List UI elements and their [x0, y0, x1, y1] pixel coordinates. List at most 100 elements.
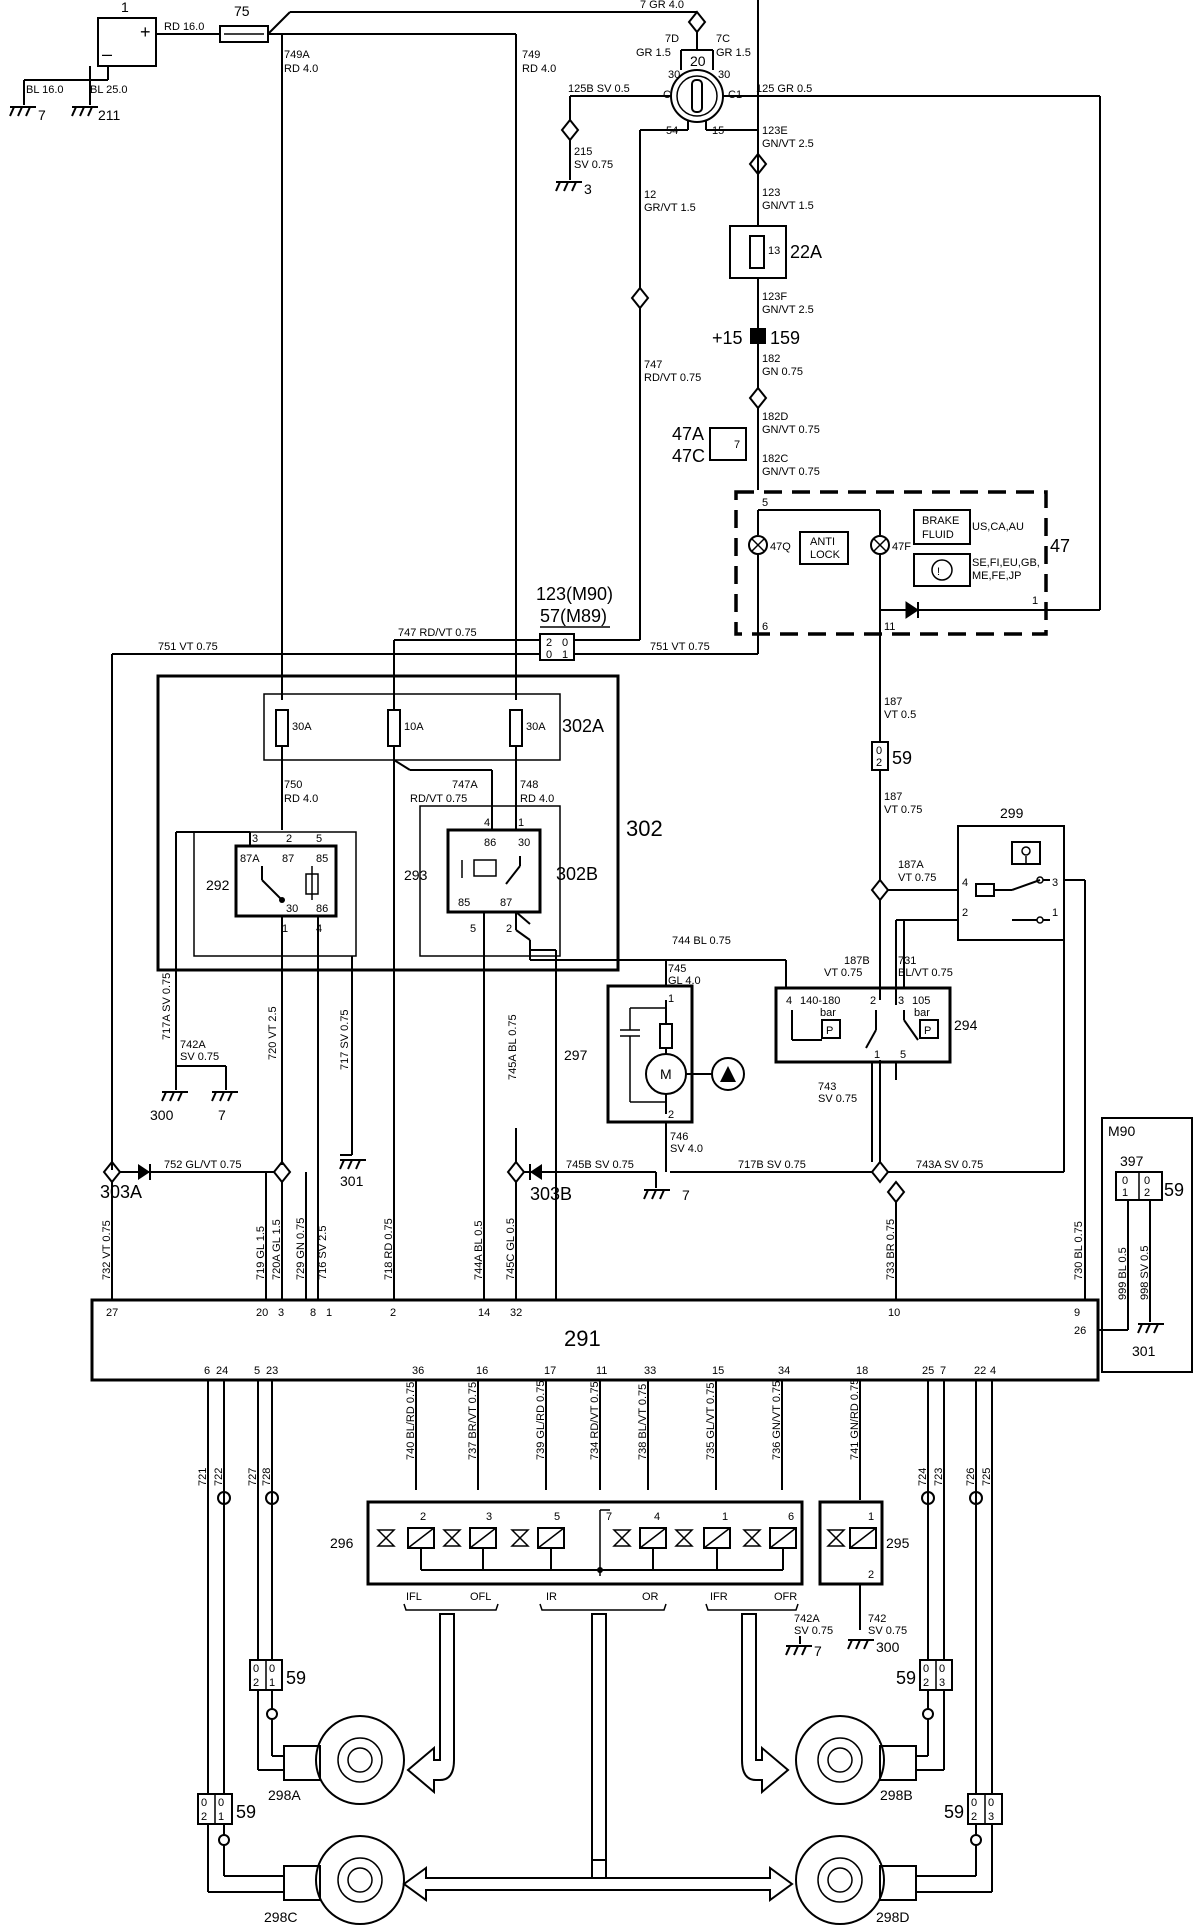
- svg-text:P: P: [826, 1025, 833, 1037]
- svg-text:VT 0.75: VT 0.75: [824, 967, 862, 979]
- svg-text:727: 727: [247, 1468, 259, 1486]
- ground-3: 3: [555, 181, 592, 197]
- svg-text:2: 2: [868, 1569, 874, 1581]
- svg-text:6: 6: [204, 1365, 210, 1377]
- svg-text:OFL: OFL: [470, 1591, 491, 1603]
- relay-box-302: 302 302A 30A 10A 30A 750 RD 4.0 747A RD/…: [156, 674, 663, 972]
- svg-text:299: 299: [1000, 805, 1024, 821]
- svg-text:20: 20: [256, 1307, 268, 1319]
- svg-text:47Q: 47Q: [770, 541, 791, 553]
- svg-text:IFL: IFL: [406, 1591, 422, 1603]
- svg-text:298B: 298B: [880, 1787, 913, 1803]
- svg-text:717 SV 0.75: 717 SV 0.75: [339, 1009, 351, 1070]
- svg-text:300: 300: [876, 1639, 900, 1655]
- svg-text:752 GL/VT 0.75: 752 GL/VT 0.75: [164, 1159, 241, 1171]
- svg-text:751 VT 0.75: 751 VT 0.75: [158, 641, 218, 653]
- svg-text:RD 4.0: RD 4.0: [284, 63, 318, 75]
- svg-text:718 RD 0.75: 718 RD 0.75: [383, 1218, 395, 1280]
- svg-text:737 BR/VT 0.75: 737 BR/VT 0.75: [467, 1382, 479, 1460]
- svg-text:1: 1: [1052, 907, 1058, 919]
- svg-text:0: 0: [562, 637, 568, 649]
- svg-text:300: 300: [150, 1107, 174, 1123]
- svg-text:7: 7: [814, 1643, 822, 1659]
- svg-text:745C GL 0.5: 745C GL 0.5: [505, 1218, 517, 1280]
- svg-text:745B SV 0.75: 745B SV 0.75: [566, 1159, 634, 1171]
- svg-text:739 GL/RD 0.75: 739 GL/RD 0.75: [535, 1381, 547, 1461]
- svg-text:7D: 7D: [665, 33, 679, 45]
- svg-text:VT 0.5: VT 0.5: [884, 709, 916, 721]
- svg-text:0: 0: [253, 1663, 259, 1675]
- svg-text:+15: +15: [712, 328, 743, 348]
- svg-text:1: 1: [1122, 1187, 1128, 1199]
- svg-text:747 RD/VT 0.75: 747 RD/VT 0.75: [398, 627, 477, 639]
- svg-text:47C: 47C: [672, 446, 705, 466]
- svg-text:751 VT 0.75: 751 VT 0.75: [650, 641, 710, 653]
- ground-301-mid: 301: [339, 1159, 366, 1189]
- svg-text:215: 215: [574, 146, 592, 158]
- svg-text:86: 86: [484, 837, 496, 849]
- svg-text:7: 7: [606, 1511, 612, 1523]
- svg-text:2: 2: [962, 907, 968, 919]
- svg-text:4: 4: [990, 1365, 996, 1377]
- svg-text:12: 12: [644, 189, 656, 201]
- relay-292: 292 3 2 5 87A 87 85 30 86 1 4: [193, 831, 357, 957]
- svg-text:717A SV 0.75: 717A SV 0.75: [161, 973, 173, 1040]
- svg-text:25: 25: [922, 1365, 934, 1377]
- svg-text:297: 297: [564, 1047, 588, 1063]
- svg-text:GR 1.5: GR 1.5: [716, 47, 751, 59]
- svg-text:RD 4.0: RD 4.0: [520, 793, 554, 805]
- svg-text:0: 0: [201, 1797, 207, 1809]
- svg-text:125 GR 0.5: 125 GR 0.5: [756, 83, 812, 95]
- svg-text:1: 1: [326, 1307, 332, 1319]
- svg-text:30A: 30A: [292, 721, 312, 733]
- svg-text:749: 749: [522, 49, 540, 61]
- svg-text:5: 5: [316, 833, 322, 845]
- svg-text:13: 13: [768, 245, 780, 257]
- svg-text:IFR: IFR: [710, 1591, 728, 1603]
- svg-text:731: 731: [898, 955, 916, 967]
- svg-text:0: 0: [269, 1663, 275, 1675]
- fuse-75: 75: [219, 3, 269, 43]
- svg-text:GN/VT 0.75: GN/VT 0.75: [762, 466, 820, 478]
- svg-text:7C: 7C: [716, 33, 730, 45]
- svg-text:7: 7: [38, 107, 46, 123]
- svg-text:296: 296: [330, 1535, 354, 1551]
- svg-text:1: 1: [874, 1049, 880, 1061]
- svg-text:724: 724: [917, 1468, 929, 1486]
- svg-text:302A: 302A: [562, 716, 604, 736]
- svg-text:3: 3: [898, 995, 904, 1007]
- svg-text:BRAKE: BRAKE: [922, 515, 959, 527]
- svg-text:738 BL/VT 0.75: 738 BL/VT 0.75: [637, 1384, 649, 1460]
- svg-text:RD/VT 0.75: RD/VT 0.75: [410, 793, 467, 805]
- svg-text:105: 105: [912, 995, 930, 1007]
- svg-text:187B: 187B: [844, 955, 870, 967]
- svg-text:87A: 87A: [240, 853, 260, 865]
- svg-text:0: 0: [876, 745, 882, 757]
- svg-text:4: 4: [484, 817, 490, 829]
- svg-text:2: 2: [506, 923, 512, 935]
- svg-text:725: 725: [981, 1468, 993, 1486]
- svg-text:5: 5: [762, 497, 768, 509]
- svg-text:GR 1.5: GR 1.5: [636, 47, 671, 59]
- svg-text:716 SV 2.5: 716 SV 2.5: [317, 1226, 329, 1280]
- svg-text:159: 159: [770, 328, 800, 348]
- svg-text:1: 1: [562, 649, 568, 661]
- svg-text:30A: 30A: [526, 721, 546, 733]
- svg-text:0: 0: [1122, 1175, 1128, 1187]
- svg-text:59: 59: [1164, 1180, 1184, 1200]
- svg-text:182: 182: [762, 353, 780, 365]
- instrument-47: 47 5 47Q 47F ANTI LOCK BRAKE FLUID US,CA…: [734, 490, 1100, 640]
- svg-text:6: 6: [762, 621, 768, 633]
- svg-text:FLUID: FLUID: [922, 529, 954, 541]
- svg-text:BL/VT 0.75: BL/VT 0.75: [898, 967, 953, 979]
- svg-text:1: 1: [269, 1677, 275, 1689]
- svg-text:292: 292: [206, 877, 230, 893]
- svg-text:734 RD/VT 0.75: 734 RD/VT 0.75: [589, 1381, 601, 1460]
- svg-text:123F: 123F: [762, 291, 787, 303]
- svg-text:743: 743: [818, 1081, 836, 1093]
- ground-300-top: 300: [150, 1091, 188, 1123]
- svg-text:M90: M90: [1108, 1123, 1135, 1139]
- svg-text:1: 1: [1032, 595, 1038, 607]
